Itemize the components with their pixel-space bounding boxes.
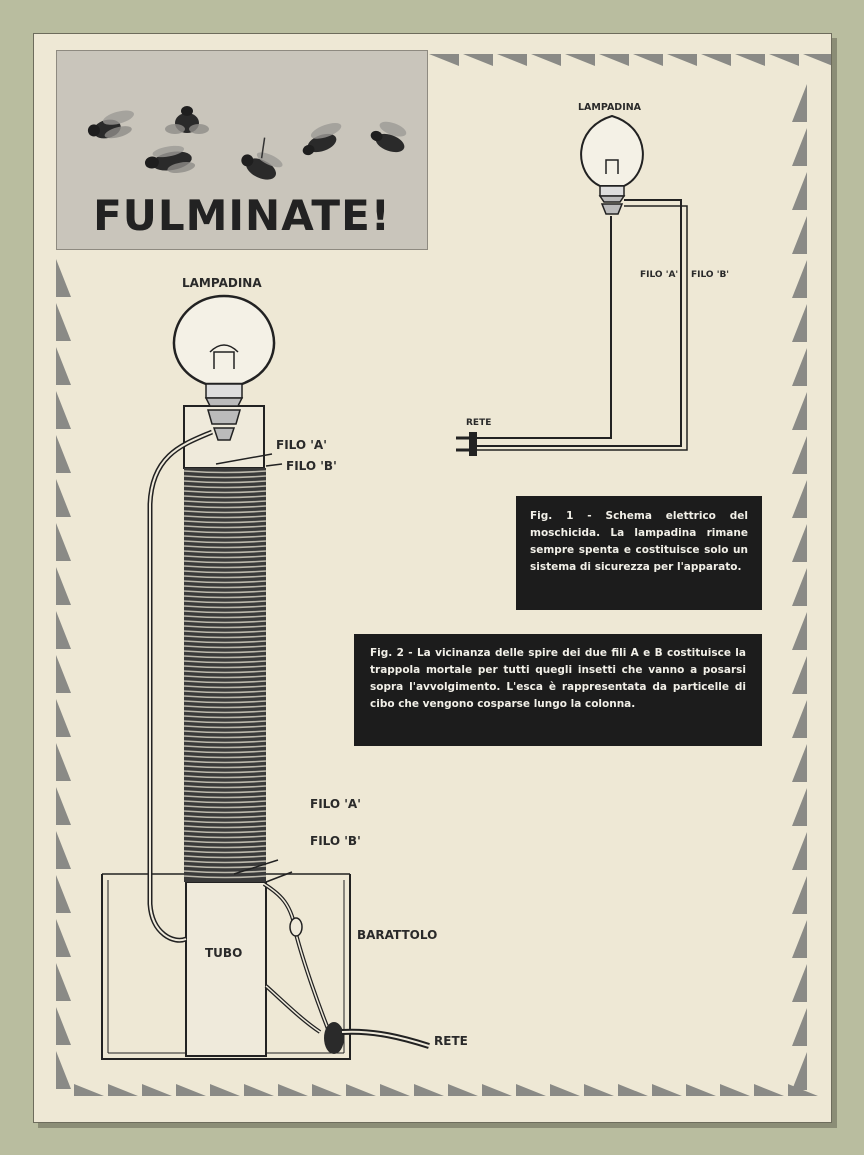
fly-icon xyxy=(370,121,407,153)
sawtooth-border xyxy=(56,54,831,1096)
fig1-lampadina-label: LAMPADINA xyxy=(578,102,642,113)
fly-icon xyxy=(144,145,196,173)
fig1-rete-label: RETE xyxy=(466,418,492,428)
fig2-filo-a-top-label: FILO 'A' xyxy=(276,438,327,452)
fig2-tubo-label: TUBO xyxy=(205,946,243,960)
fig2-illustration xyxy=(101,294,430,1060)
headline: FULMINATE! xyxy=(93,191,391,240)
fig2-lampadina-label: LAMPADINA xyxy=(182,276,262,290)
fig2-barattolo-label: BARATTOLO xyxy=(357,928,438,942)
coil-windings xyxy=(183,470,267,879)
fig2-filo-b-top-label: FILO 'B' xyxy=(286,459,337,473)
fig1-filo-a-label: FILO 'A' xyxy=(640,270,679,280)
fly-icon xyxy=(87,110,134,139)
fly-icon xyxy=(165,106,209,134)
bulb-icon xyxy=(580,114,644,215)
fig1-filo-b-label: FILO 'B' xyxy=(691,270,730,280)
fig2-filo-a-bottom-label: FILO 'A' xyxy=(310,797,361,811)
plug-icon xyxy=(456,432,477,456)
bulb-icon xyxy=(172,294,276,441)
fig2-filo-b-bottom-label: FILO 'B' xyxy=(310,834,361,848)
fly-icon xyxy=(241,137,283,180)
magazine-page: FULMINATE! LAMPADINA FILO 'A' FILO 'B' R… xyxy=(33,33,832,1123)
fig2-rete-label: RETE xyxy=(434,1034,468,1048)
fig1-schematic xyxy=(456,114,688,456)
fig1-caption: Fig. 1 - Schema elettrico del moschicida… xyxy=(516,496,762,610)
fly-icon xyxy=(302,123,342,156)
flies-photo: FULMINATE! xyxy=(56,50,428,250)
fig2-caption: Fig. 2 - La vicinanza delle spire dei du… xyxy=(354,634,762,746)
